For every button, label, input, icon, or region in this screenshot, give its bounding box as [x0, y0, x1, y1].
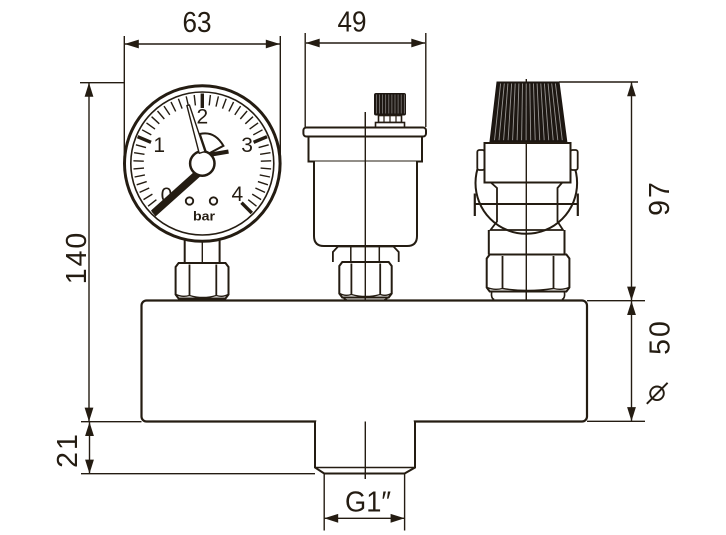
- svg-text:2: 2: [196, 106, 208, 129]
- svg-text:G1″: G1″: [345, 487, 391, 519]
- svg-text:97: 97: [644, 180, 676, 216]
- svg-text:4: 4: [232, 183, 244, 206]
- svg-text:21: 21: [52, 432, 84, 468]
- svg-text:bar: bar: [193, 210, 215, 224]
- svg-text:49: 49: [338, 7, 367, 39]
- svg-text:0: 0: [161, 184, 173, 207]
- svg-text:63: 63: [183, 7, 212, 39]
- svg-text:1: 1: [153, 134, 165, 157]
- svg-text:3: 3: [241, 134, 253, 157]
- svg-text:50: 50: [645, 319, 677, 355]
- svg-text:140: 140: [61, 231, 93, 285]
